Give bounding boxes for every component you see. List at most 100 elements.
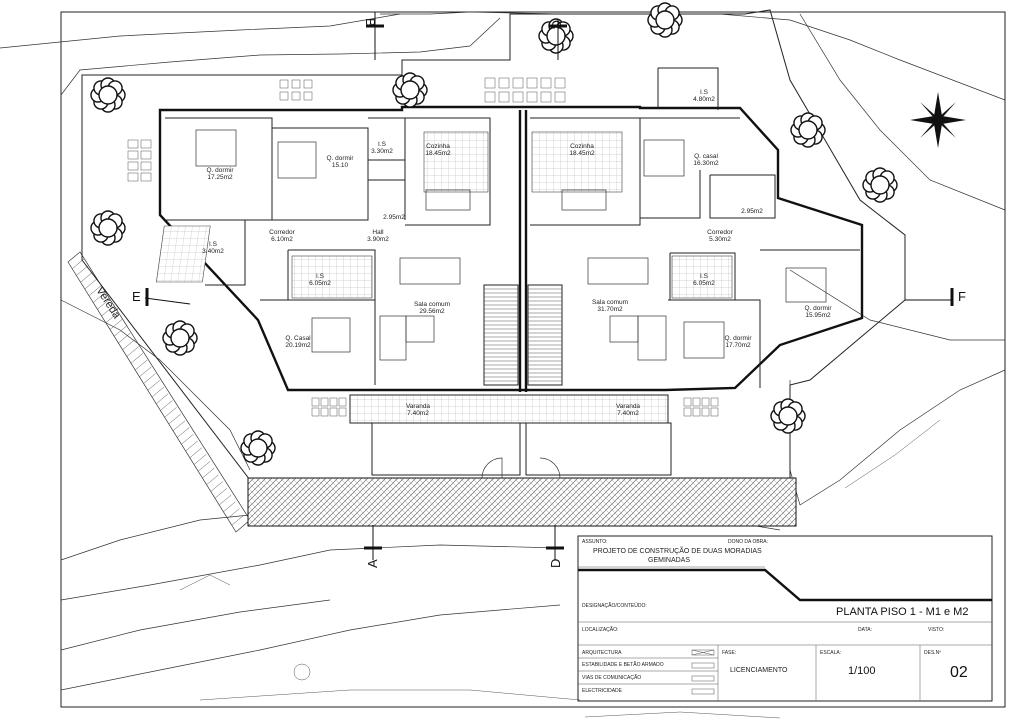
- paving-block: [512, 77, 524, 89]
- north-arrow-icon: [910, 92, 966, 148]
- room-name-q-dormir-4: Q. dormir: [804, 305, 832, 312]
- paving-block: [329, 407, 338, 417]
- vereda-hatch-line: [126, 346, 139, 357]
- paving-block: [127, 161, 139, 171]
- room-area-varanda-1: 7.40m2: [407, 410, 429, 417]
- paving-block: [329, 397, 338, 407]
- paving-block: [484, 77, 496, 89]
- tree-icon: [240, 430, 276, 466]
- room-area-cozinha-1: 18.45m2: [425, 150, 451, 157]
- room-area-hall: 3.90m2: [367, 236, 389, 243]
- tree-icon: [90, 77, 126, 113]
- room-name-cozinha-1: Cozinha: [426, 143, 450, 150]
- title-block: [577, 535, 993, 702]
- vereda-hatch-line: [160, 400, 173, 411]
- vereda-hatch-line: [105, 312, 118, 323]
- house-walls: [158, 67, 864, 392]
- paving-block: [127, 139, 139, 149]
- room-area-q-dormir-2: 15.10: [332, 162, 349, 169]
- room-name-corredor-2: Corredor: [707, 229, 733, 236]
- room-area-is-5: 3.40m2: [202, 248, 224, 255]
- terrace-right: [525, 422, 672, 476]
- paving-block: [512, 91, 524, 103]
- designacao-label: DESIGNAÇÃO/CONTEÚDO:: [582, 602, 647, 609]
- vereda-hatch-line: [231, 515, 244, 526]
- paving-block: [683, 407, 692, 417]
- room-name-sala-2: Sala comum: [592, 299, 628, 306]
- room-area-corredor-1: 6.10m2: [271, 236, 293, 243]
- paving-block: [303, 91, 313, 101]
- room-area-is-4: 2.95m2: [741, 208, 763, 215]
- vereda-hatch-line: [139, 366, 152, 377]
- paving-block: [140, 172, 152, 182]
- room-name-is-3: I.S: [700, 89, 709, 96]
- room-area-is-3: 4.80m2: [693, 96, 715, 103]
- paving-block: [540, 91, 552, 103]
- vereda-hatch-line: [223, 501, 236, 512]
- section-c-label: C: [549, 20, 564, 29]
- room-name-is-1: I.S: [378, 141, 387, 148]
- tree-icon: [770, 398, 806, 434]
- vereda-hatch-line: [80, 272, 93, 283]
- room-area-sala-1: 29.56m2: [419, 308, 445, 315]
- paving-block: [554, 91, 566, 103]
- room-area-q-dormir-3: 17.70m2: [725, 342, 751, 349]
- paving-block: [140, 139, 152, 149]
- paving-block: [140, 161, 152, 171]
- vereda-hatch-line: [143, 373, 156, 384]
- pavement-blocks: [127, 77, 719, 417]
- paving-block: [320, 397, 329, 407]
- section-d-label: D: [548, 559, 563, 568]
- paving-block: [701, 397, 710, 407]
- vereda-hatch-line: [151, 386, 165, 398]
- vereda-label: Vereda: [93, 285, 123, 322]
- vereda-hatch-line: [219, 494, 232, 506]
- room-name-is-6: I.S: [316, 273, 325, 280]
- paving-block: [526, 77, 538, 89]
- data-label: DATA:: [858, 627, 872, 633]
- paving-block: [140, 150, 152, 160]
- room-area-q-casal-2: 20.19m2: [285, 342, 311, 349]
- vereda-hatch-line: [135, 359, 148, 371]
- paving-block: [311, 407, 320, 417]
- vereda-hatch-line: [156, 393, 169, 404]
- paving-block: [692, 397, 701, 407]
- bath-floor-small: [156, 225, 211, 283]
- room-area-q-dormir-4: 15.95m2: [805, 312, 831, 319]
- room-area-is-7: 6.05m2: [693, 280, 715, 287]
- vereda-path: [67, 251, 251, 533]
- section-e-label: E: [132, 289, 141, 304]
- tree-icon: [392, 72, 428, 108]
- vereda-hatch-line: [118, 332, 131, 344]
- visto-label: VISTO:: [928, 627, 944, 633]
- stair-left: [483, 284, 519, 386]
- project-title-line2: GEMINADAS: [648, 557, 690, 564]
- tree-icon: [647, 2, 683, 38]
- room-name-is-5: I.S: [209, 241, 218, 248]
- entrance-doors: [481, 457, 561, 479]
- paving-block: [338, 407, 347, 417]
- paving-block: [291, 91, 301, 101]
- paving-block: [498, 77, 510, 89]
- escala-label: ESCALA:: [820, 650, 841, 656]
- paving-block: [127, 150, 139, 160]
- vereda-hatch-line: [189, 447, 202, 458]
- discipline-estabilidade: ESTABILIDADE E BETÃO ARMADO: [582, 661, 664, 668]
- room-name-q-casal-2: Q. Casal: [285, 335, 311, 342]
- room-area-is-6: 6.05m2: [309, 280, 331, 287]
- vereda-hatch-line: [101, 305, 114, 317]
- vereda-hatch-line: [130, 353, 144, 364]
- paving-block: [692, 407, 701, 417]
- tree-icon: [90, 210, 126, 246]
- section-b-label: B: [363, 18, 378, 27]
- paving-block: [710, 407, 719, 417]
- vereda-hatch-line: [168, 413, 181, 425]
- staircases: [483, 284, 563, 386]
- paving-block: [554, 77, 566, 89]
- vereda-hatch-line: [193, 454, 207, 465]
- bath-floor-left: [291, 255, 373, 299]
- room-area-sala-2: 31.70m2: [597, 306, 623, 313]
- paving-block: [484, 91, 496, 103]
- room-area-is-1: 3.30m2: [371, 148, 393, 155]
- vereda-hatch-line: [97, 299, 110, 310]
